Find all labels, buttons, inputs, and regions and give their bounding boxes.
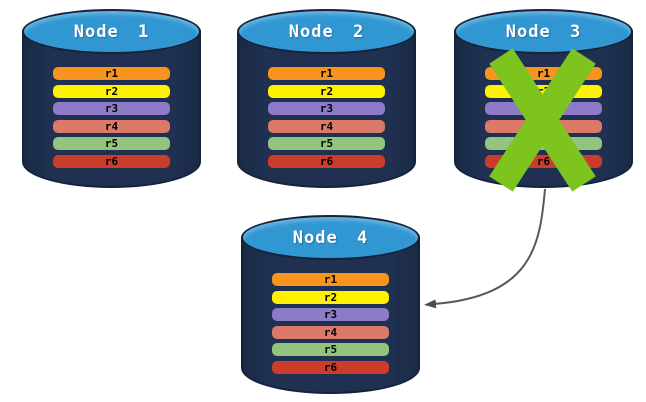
node-2-row-r2: r2	[268, 84, 385, 98]
cylinder-top: Node 4	[241, 215, 420, 260]
node-3-row-r2: r2	[485, 84, 602, 98]
node-2-row-r5: r5	[268, 137, 385, 151]
node-3-row-r4: r4	[485, 119, 602, 133]
node-3-row-r1: r1	[485, 67, 602, 80]
node-3-row-stack: r1 r2 r3 r4 r5 r6	[485, 67, 602, 168]
node-1-row-r4: r4	[53, 119, 170, 133]
cylinder-top: Node 2	[237, 9, 416, 54]
node-2-row-stack: r1 r2 r3 r4 r5 r6	[268, 67, 385, 168]
node-1-row-r3: r3	[53, 102, 170, 116]
node-4-row-r3: r3	[272, 308, 389, 322]
node-1-row-r2: r2	[53, 84, 170, 98]
node-4-row-r4: r4	[272, 325, 389, 339]
node-2-row-r4: r4	[268, 119, 385, 133]
node-2-cylinder: Node 2 r1 r2 r3 r4 r5 r6	[237, 9, 416, 188]
node-4-cylinder: Node 4 r1 r2 r3 r4 r5 r6	[241, 215, 420, 394]
node-4-title: Node 4	[292, 227, 369, 248]
node-1-row-stack: r1 r2 r3 r4 r5 r6	[53, 67, 170, 168]
node-3-row-r6: r6	[485, 154, 602, 168]
node-1-row-r1: r1	[53, 67, 170, 80]
node-1-cylinder: Node 1 r1 r2 r3 r4 r5 r6	[22, 9, 201, 188]
node-4-row-r6: r6	[272, 360, 389, 374]
node-3-title: Node 3	[505, 21, 582, 42]
node-2-row-r3: r3	[268, 102, 385, 116]
node-1-row-r5: r5	[53, 137, 170, 151]
node-3-row-r3: r3	[485, 102, 602, 116]
node-2-row-r6: r6	[268, 154, 385, 168]
node-2-title: Node 2	[288, 21, 365, 42]
node-3-cylinder: Node 3 r1 r2 r3 r4 r5 r6	[454, 9, 633, 188]
node-1-title: Node 1	[73, 21, 150, 42]
cylinder-top: Node 1	[22, 9, 201, 54]
node-4-row-r5: r5	[272, 343, 389, 357]
node-2-row-r1: r1	[268, 67, 385, 80]
node-1-row-r6: r6	[53, 154, 170, 168]
node-4-row-r1: r1	[272, 273, 389, 286]
failover-arrow	[424, 188, 546, 309]
node-4-row-stack: r1 r2 r3 r4 r5 r6	[272, 273, 389, 374]
node-4-row-r2: r2	[272, 290, 389, 304]
node-3-row-r5: r5	[485, 137, 602, 151]
cylinder-top: Node 3	[454, 9, 633, 54]
